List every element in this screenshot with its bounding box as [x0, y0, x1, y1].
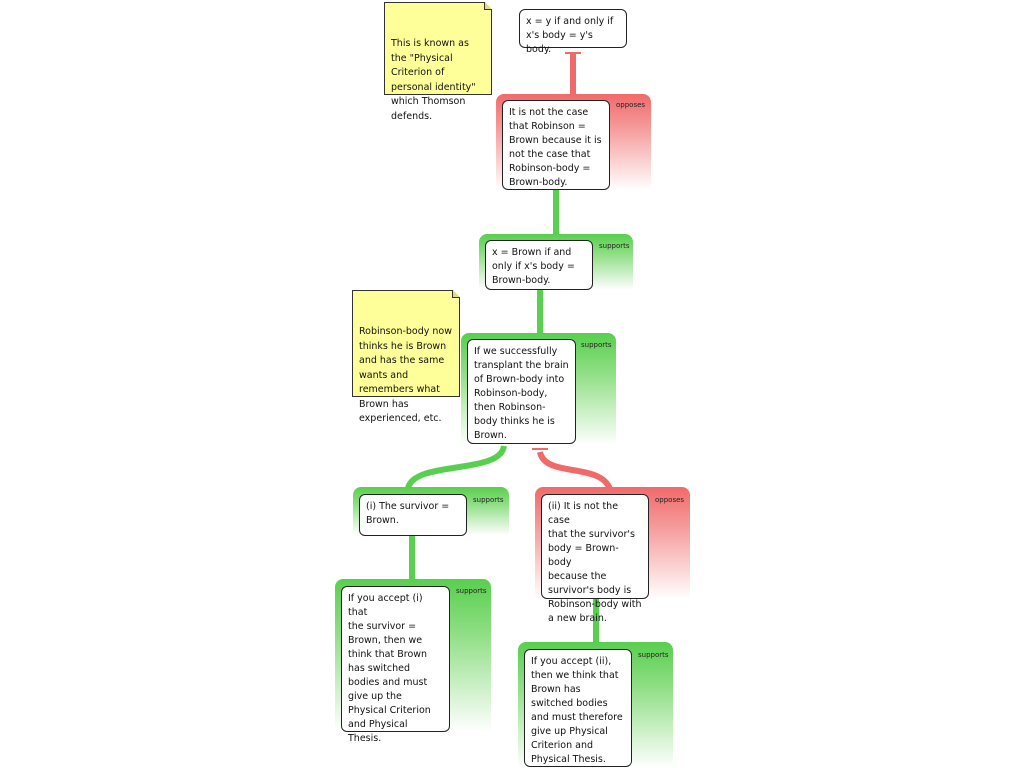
note-fold-icon [452, 290, 460, 298]
node-opposing-robinson-brown[interactable]: It is not the case that Robinson = Brown… [502, 100, 610, 190]
node-x-equals-brown[interactable]: x = Brown if and only if x's body = Brow… [485, 240, 593, 290]
node-survivor-equals-brown[interactable]: (i) The survivor = Brown. [359, 494, 467, 536]
relation-label-n2: supports [599, 242, 630, 250]
connector-supports-n4 [405, 445, 507, 490]
relation-label-n5: opposes [655, 496, 685, 504]
node-brain-transplant[interactable]: If we successfully transplant the brain … [467, 339, 576, 444]
note-physical-criterion-text: This is known as the "Physical Criterion… [391, 38, 476, 122]
connector-opposes-n5 [537, 450, 613, 491]
node-accept-i[interactable]: If you accept (i) that the survivor = Br… [341, 586, 450, 744]
note-robinson-body[interactable]: Robinson-body now thinks he is Brown and… [352, 290, 460, 424]
note-physical-criterion[interactable]: This is known as the "Physical Criterion… [384, 2, 492, 122]
note-fold-icon [484, 2, 492, 10]
node-root-claim[interactable]: x = y if and only if x's body = y's body… [519, 9, 627, 55]
relation-label-n1: opposes [616, 101, 646, 109]
relation-label-n3: supports [581, 341, 612, 349]
node-accept-ii[interactable]: If you accept (ii), then we think that B… [524, 649, 632, 767]
node-survivor-body-not-brown[interactable]: (ii) It is not the case that the survivo… [541, 494, 649, 624]
relation-label-n7: supports [638, 651, 669, 659]
note-robinson-body-text: Robinson-body now thinks he is Brown and… [359, 326, 453, 424]
relation-label-n6: supports [456, 587, 487, 595]
relation-label-n4: supports [473, 496, 504, 504]
